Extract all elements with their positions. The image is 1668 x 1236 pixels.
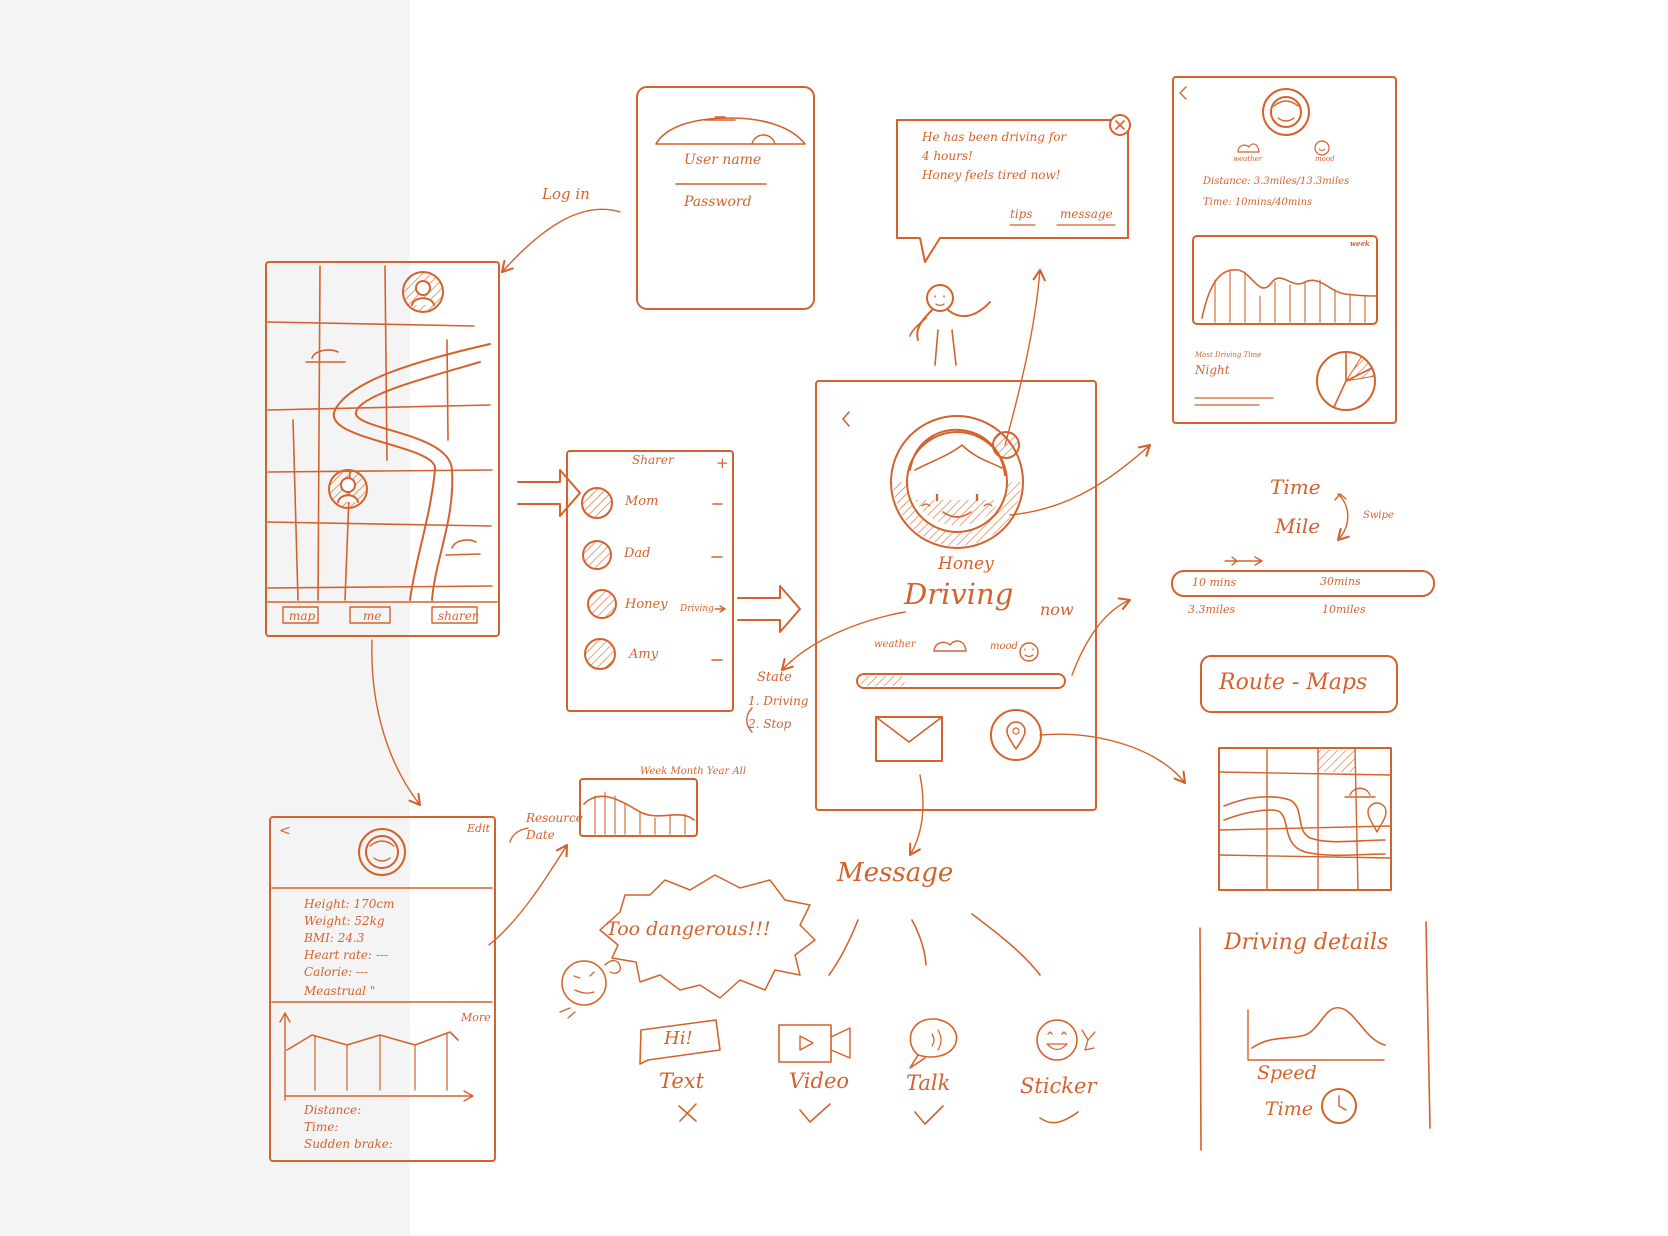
tab-sharer[interactable]: sharer (438, 609, 478, 623)
range-30-mins: 30mins (1320, 575, 1361, 588)
route-maps-box[interactable] (1200, 655, 1398, 713)
driving-details-speed: Speed (1257, 1062, 1317, 1084)
driving-details-panel[interactable] (1199, 921, 1431, 1151)
stats-screen[interactable] (1172, 76, 1397, 424)
most-driving-time-value: Night (1195, 363, 1230, 377)
profile-screen[interactable] (269, 816, 496, 1162)
stats-mood-label: mood (1315, 155, 1335, 163)
shout-text: Too dangerous!!! (606, 918, 771, 940)
profile-edit-button[interactable]: Edit (467, 822, 491, 835)
message-option-video[interactable]: Video (789, 1069, 850, 1093)
upset-face-icon (559, 959, 621, 1019)
stats-distance: Distance: 3.3miles/13.3miles (1203, 176, 1350, 187)
state-stop-label: 2. Stop (748, 717, 792, 731)
route-map-sketch (1218, 747, 1392, 891)
contact-mom[interactable]: Mom (625, 494, 659, 509)
trend-chart-card (579, 778, 698, 837)
driving-details-time: Time (1265, 1098, 1314, 1120)
tab-me[interactable]: me (363, 609, 382, 623)
time-mile-widget[interactable] (1171, 493, 1435, 597)
username-field[interactable]: User name (684, 152, 762, 168)
hollow-arrow-right (737, 585, 801, 633)
bmi-value: BMI: 24.3 (304, 931, 365, 945)
message-option-talk[interactable]: Talk (906, 1071, 951, 1095)
period-filter-label[interactable]: Week Month Year All (640, 766, 747, 777)
notification-line-2: 4 hours! (922, 149, 973, 163)
connector-arrows (371, 208, 1187, 946)
log-in-label: Log in (542, 185, 590, 203)
sticker-smiley-icon (1036, 1019, 1096, 1061)
map-screen[interactable] (265, 261, 500, 637)
main-driving-screen[interactable] (815, 380, 1097, 811)
waving-figure (909, 284, 991, 366)
contact-honey[interactable]: Honey (625, 597, 668, 612)
profile-more-button[interactable]: More (461, 1011, 491, 1024)
password-field[interactable]: Password (684, 194, 752, 210)
video-camera-icon (778, 1024, 851, 1063)
message-button[interactable]: message (1060, 207, 1113, 221)
side-background-band (0, 0, 410, 1236)
hi-sign-icon (639, 1019, 721, 1065)
range-10-mins: 10 mins (1192, 576, 1237, 589)
shout-bubble (599, 874, 816, 999)
sharer-screen[interactable] (566, 450, 734, 712)
swipe-label: Swipe (1363, 510, 1394, 521)
state-label: State (757, 670, 792, 685)
notification-line-3: Honey feels tired now! (922, 168, 1061, 182)
profile-back-button[interactable]: < (279, 823, 291, 839)
profile-sudden-brake: Sudden brake: (304, 1137, 393, 1151)
hollow-arrow-left (517, 469, 581, 517)
range-3-3-miles: 3.3miles (1188, 603, 1236, 616)
tab-map[interactable]: map (289, 609, 316, 623)
stats-time: Time: 10mins/40mins (1203, 197, 1313, 208)
stats-weather-label: weather (1233, 155, 1263, 163)
tips-button[interactable]: tips (1010, 207, 1033, 221)
sharer-title: Sharer (632, 453, 674, 467)
message-option-text[interactable]: Text (659, 1069, 705, 1093)
weight-value: Weight: 52kg (304, 914, 385, 928)
mile-toggle[interactable]: Mile (1275, 514, 1321, 538)
meastrual-value: Meastrual " (304, 984, 376, 998)
driver-name: Honey (938, 554, 994, 574)
calorie-value: Calorie: --- (304, 965, 369, 979)
profile-time: Time: (304, 1120, 339, 1134)
height-value: Height: 170cm (304, 897, 395, 911)
date-label: Date (526, 828, 555, 842)
message-title: Message (837, 858, 954, 888)
range-10-miles: 10miles (1322, 603, 1366, 616)
resource-label: Resource (526, 811, 583, 825)
state-driving-label: 1. Driving (748, 694, 809, 708)
notification-bubble[interactable] (896, 114, 1131, 263)
route-maps-label[interactable]: Route - Maps (1219, 670, 1368, 695)
hi-text: Hi! (664, 1028, 693, 1049)
honey-driving-state: Driving (680, 604, 714, 614)
driving-details-title: Driving details (1224, 930, 1389, 955)
login-screen[interactable] (636, 86, 815, 310)
talk-bubble-icon (909, 1018, 958, 1069)
message-branches (678, 913, 1079, 1125)
most-driving-time-label: Most Driving Time (1195, 351, 1262, 359)
time-toggle[interactable]: Time (1270, 475, 1321, 499)
mood-label: mood (990, 641, 1018, 652)
stats-week-tag[interactable]: week (1350, 239, 1370, 248)
status-now: now (1040, 600, 1074, 619)
weather-label: weather (874, 639, 916, 650)
contact-dad[interactable]: Dad (624, 546, 651, 561)
contact-amy[interactable]: Amy (629, 647, 659, 662)
heart-rate-value: Heart rate: --- (304, 948, 388, 962)
add-contact-button[interactable]: + (716, 454, 729, 472)
profile-distance: Distance: (304, 1103, 362, 1117)
notification-line-1: He has been driving for (922, 130, 1067, 144)
message-option-sticker[interactable]: Sticker (1020, 1074, 1097, 1098)
driving-status: Driving (904, 577, 1014, 611)
